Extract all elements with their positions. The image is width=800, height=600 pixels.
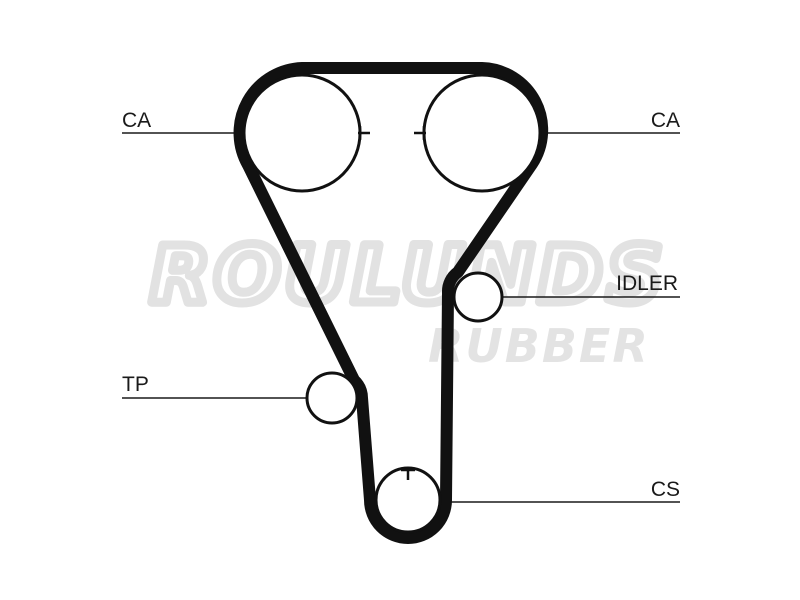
label-tp: TP bbox=[122, 373, 149, 396]
watermark-brand: ROULUNDS bbox=[150, 231, 667, 321]
pulley-circle bbox=[305, 371, 359, 425]
camshaft-pulley-left bbox=[242, 73, 370, 193]
label-cs: CS bbox=[651, 478, 680, 501]
pulley-circle bbox=[452, 271, 504, 323]
pulley-circle bbox=[422, 73, 542, 193]
label-idler: IDLER bbox=[616, 272, 678, 295]
watermark-sub: RUBBER bbox=[428, 319, 650, 373]
label-ca-right: CA bbox=[651, 109, 680, 132]
camshaft-pulley-right bbox=[414, 73, 542, 193]
crankshaft-pulley bbox=[374, 466, 442, 534]
pulley-circle bbox=[242, 73, 362, 193]
tensioner-pulley bbox=[305, 371, 359, 425]
timing-belt bbox=[233, 62, 549, 544]
watermark: ROULUNDS RUBBER bbox=[146, 227, 668, 374]
idler-pulley bbox=[452, 271, 504, 323]
label-ca-left: CA bbox=[122, 109, 151, 132]
